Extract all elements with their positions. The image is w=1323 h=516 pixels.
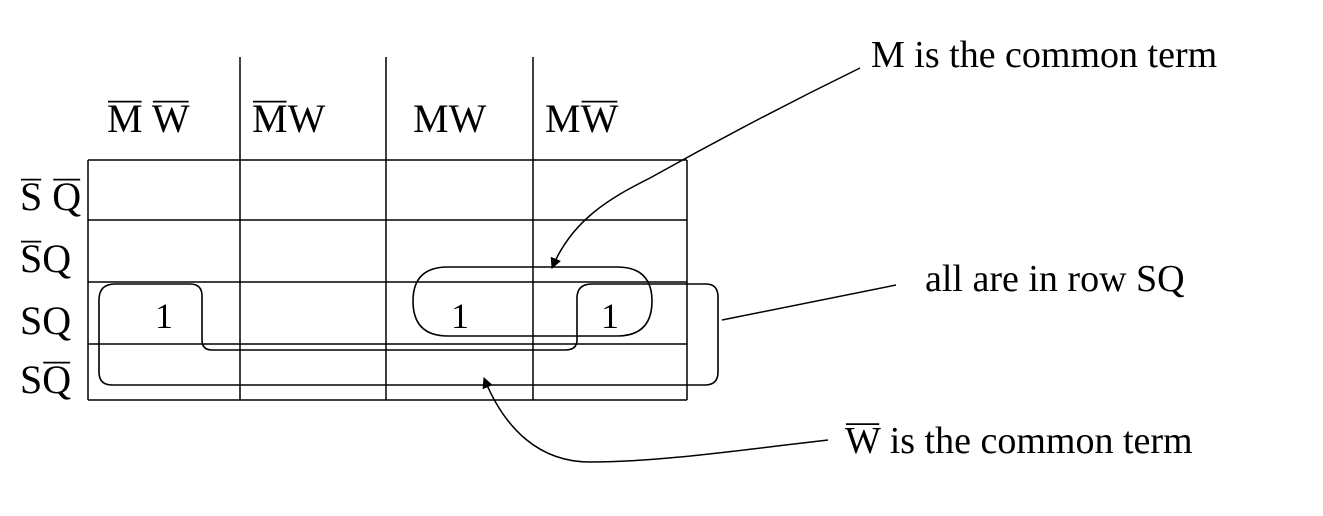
connector-row-sq (721, 284, 897, 321)
column-header: MW (413, 96, 487, 141)
annotation-m-common-term: M is the common term (871, 34, 1217, 76)
arrow-w-common-term (482, 376, 829, 463)
cell-value: 1 (155, 296, 173, 336)
column-header: MW (252, 96, 326, 141)
annotation-row-sq: all are in row SQ (925, 258, 1185, 300)
column-header: M W (107, 96, 190, 141)
row-header: SQ (20, 357, 71, 402)
kmap-grid (87, 57, 688, 401)
column-header: MW (545, 96, 619, 141)
group-loop-w-bar (98, 283, 719, 386)
kmap-cells: 1 1 1 (155, 296, 619, 336)
group-loop-m-w (412, 266, 653, 337)
cell-value: 1 (451, 296, 469, 336)
row-header: S Q (20, 174, 81, 219)
annotation-w-common-term: W is the common term (845, 420, 1193, 462)
row-header: SQ (20, 236, 71, 281)
arrow-m-common-term (550, 67, 861, 270)
cell-value: 1 (601, 296, 619, 336)
row-header: SQ (20, 298, 71, 343)
